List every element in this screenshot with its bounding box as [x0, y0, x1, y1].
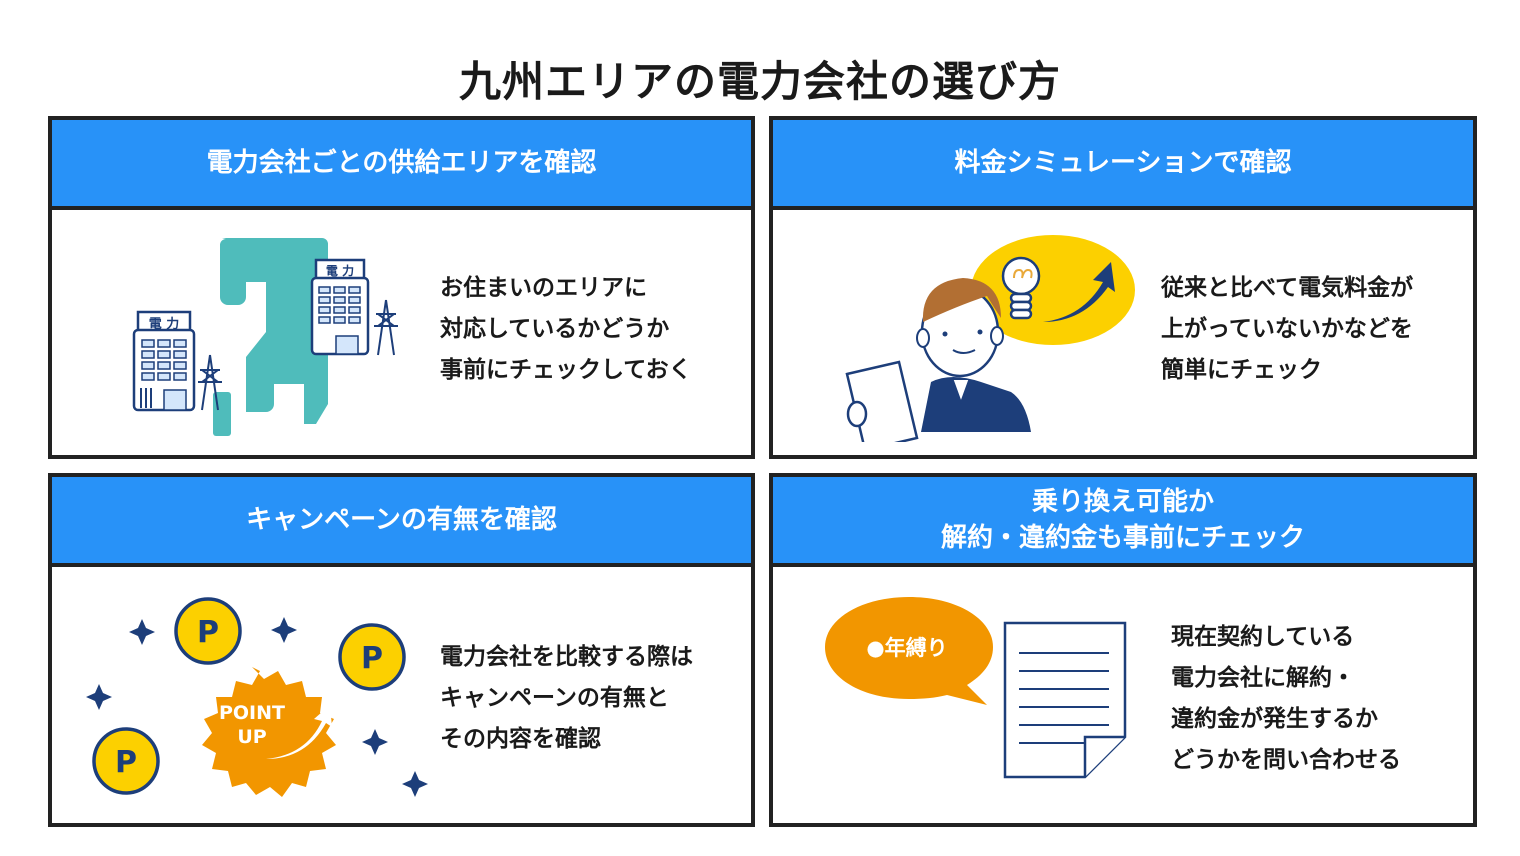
contract-illustration: ●年縛り	[823, 593, 1143, 793]
panel-supply-area: 電力会社ごとの供給エリアを確認 電 力	[48, 116, 755, 459]
panel-heading: キャンペーンの有無を確認	[52, 477, 751, 567]
power-pylon-icon	[374, 299, 398, 356]
panel-campaign: キャンペーンの有無を確認 P P P POINT	[48, 473, 755, 827]
kyushu-map-illustration: 電 力 電 力	[130, 230, 410, 440]
panel-heading: 乗り換え可能か 解約・違約金も事前にチェック	[773, 477, 1473, 567]
panel-heading: 電力会社ごとの供給エリアを確認	[52, 120, 751, 210]
page-title: 九州エリアの電力会社の選び方	[458, 57, 1061, 106]
hair-icon	[922, 278, 1001, 322]
heading-line: 解約・違約金も事前にチェック	[940, 523, 1305, 553]
point-up-illustration: P P P POINT UP	[82, 589, 442, 809]
panel-description: 現在契約している 電力会社に解約・ 違約金が発生するか どうかを問い合わせる	[1171, 617, 1401, 781]
panel-description: 従来と比べて電気料金が 上がっていないかなどを 簡単にチェック	[1161, 268, 1413, 391]
description-line: キャンペーンの有無と	[440, 685, 669, 711]
description-line: お住まいのエリアに	[440, 275, 647, 301]
description-line: 事前にチェックしておく	[440, 357, 692, 383]
coin-letter: P	[361, 641, 383, 676]
heading-line: 乗り換え可能か	[1031, 487, 1214, 517]
power-pylon-icon	[198, 354, 222, 411]
document-icon	[845, 360, 919, 452]
building-label: 電 力	[326, 263, 354, 278]
coin-letter: P	[197, 615, 219, 650]
contract-document-icon	[1003, 621, 1127, 779]
description-line: 電力会社に解約・	[1171, 665, 1355, 691]
description-line: 違約金が発生するか	[1171, 706, 1378, 732]
panel-price-simulation: 料金シミュレーションで確認	[769, 116, 1477, 459]
description-line: 電力会社を比較する際は	[440, 644, 693, 670]
panel-description: お住まいのエリアに 対応しているかどうか 事前にチェックしておく	[440, 268, 692, 391]
sparkle-icon	[86, 617, 428, 797]
arrow-up-icon	[1043, 262, 1115, 322]
point-coin-icon	[92, 597, 406, 795]
badge-text: UP	[237, 726, 266, 748]
description-line: どうかを問い合わせる	[1171, 747, 1401, 773]
description-line: 現在契約している	[1171, 624, 1355, 650]
badge-text: POINT	[219, 702, 285, 724]
description-line: その内容を確認	[440, 726, 601, 752]
panel-heading: 料金シミュレーションで確認	[773, 120, 1473, 210]
starburst-badge-icon	[202, 667, 336, 797]
speech-bubble-icon	[825, 597, 993, 705]
description-line: 上がっていないかなどを	[1161, 316, 1413, 342]
description-line: 従来と比べて電気料金が	[1161, 275, 1414, 301]
panel-switch-cancellation: 乗り換え可能か 解約・違約金も事前にチェック ●年縛り 現在契約している 電力会…	[769, 473, 1477, 827]
map-shape-icon	[220, 238, 328, 424]
building-label: 電 力	[149, 316, 180, 332]
panel-description: 電力会社を比較する際は キャンペーンの有無と その内容を確認	[440, 637, 693, 760]
bubble-text: ●年縛り	[866, 636, 947, 660]
man-with-bill-illustration	[835, 232, 1145, 452]
description-line: 簡単にチェック	[1161, 357, 1322, 383]
light-bulb-icon	[1001, 256, 1041, 320]
suit-icon	[921, 377, 1031, 432]
description-line: 対応しているかどうか	[440, 316, 670, 342]
coin-letter: P	[115, 745, 137, 780]
arrow-up-icon	[266, 705, 332, 759]
